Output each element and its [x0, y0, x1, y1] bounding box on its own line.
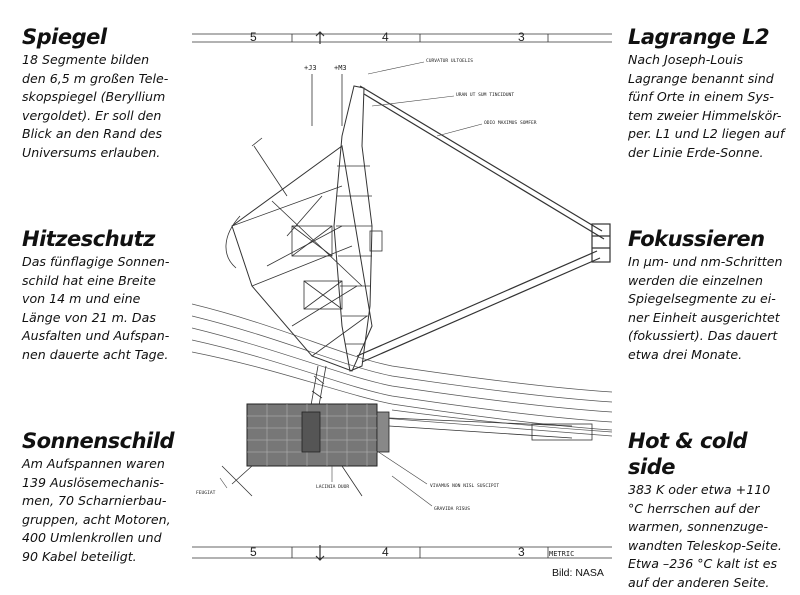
- info-block-hitzeschutz: Hitzeschutz Das fünflagige Sonnen- schil…: [22, 226, 192, 365]
- info-block-hotcold: Hot & cold side 383 K oder etwa +110 °C …: [628, 428, 796, 593]
- callout-4: VIVAMUS NON NISL SUSCIPIT: [430, 483, 499, 489]
- top-scale-label-4: 4: [382, 30, 389, 44]
- text-hotcold: 383 K oder etwa +110 °C herrschen auf de…: [628, 482, 782, 590]
- callout-3: ODIO MAXIMUS SOMFER: [484, 120, 537, 126]
- mirror-segment-column: [333, 85, 383, 372]
- primary-mirror-truss: [225, 137, 373, 372]
- callout-5: GRAVIDA RISUS: [434, 506, 470, 512]
- secondary-mirror-booms: [356, 85, 611, 363]
- callout-1: CURVATUR ULTOELIS: [426, 58, 473, 64]
- info-block-spiegel: Spiegel 18 Segmente bilden den 6,5 m gro…: [22, 24, 192, 163]
- axis-label-m3: +M3: [334, 64, 347, 72]
- spacecraft-bus: [221, 403, 593, 497]
- heading-hotcold: Hot & cold side: [628, 429, 748, 479]
- bottom-scale-label-5: 5: [250, 545, 257, 559]
- sunshield-layers: [192, 303, 612, 437]
- heading-hitzeschutz: Hitzeschutz: [22, 227, 155, 251]
- text-fokussieren: In µm- und nm-Schritten werden die einze…: [628, 254, 783, 362]
- callout-leaders: [219, 61, 483, 507]
- heading-fokussieren: Fokussieren: [628, 227, 765, 251]
- heading-sonnenschild: Sonnenschild: [22, 429, 174, 453]
- metric-label: METRIC: [549, 550, 574, 558]
- bottom-scale-bar: [192, 545, 612, 561]
- heading-lagrange: Lagrange L2: [628, 25, 770, 49]
- heading-spiegel: Spiegel: [22, 25, 107, 49]
- text-lagrange: Nach Joseph-Louis Lagrange benannt sind …: [628, 52, 785, 160]
- top-scale-bar: [192, 31, 612, 44]
- info-block-sonnenschild: Sonnenschild Am Aufspannen waren 139 Aus…: [22, 428, 192, 567]
- text-hitzeschutz: Das fünflagige Sonnen- schild hat eine B…: [22, 254, 170, 362]
- callout-2: URAN UT SUM TINCIDUNT: [456, 92, 514, 98]
- image-credit: Bild: NASA: [552, 567, 604, 579]
- info-block-lagrange: Lagrange L2 Nach Joseph-Louis Lagrange b…: [628, 24, 796, 163]
- axis-label-j3: +J3: [304, 64, 317, 72]
- telescope-technical-drawing: 5 4 3 5 4 3 +J3 +M3 CURVATUR ULTOELIS UR…: [192, 30, 612, 561]
- callout-7: FEUGIAT: [196, 490, 216, 496]
- callout-6: LACINIA DUOR: [316, 484, 349, 490]
- bottom-scale-label-4: 4: [382, 545, 389, 559]
- text-sonnenschild: Am Aufspannen waren 139 Auslösemechanis-…: [22, 456, 171, 564]
- bottom-scale-label-3: 3: [518, 545, 525, 559]
- top-scale-label-3: 3: [518, 30, 525, 44]
- text-spiegel: 18 Segmente bilden den 6,5 m großen Tele…: [22, 52, 169, 160]
- info-block-fokussieren: Fokussieren In µm- und nm-Schritten werd…: [628, 226, 796, 365]
- top-scale-label-5: 5: [250, 30, 257, 44]
